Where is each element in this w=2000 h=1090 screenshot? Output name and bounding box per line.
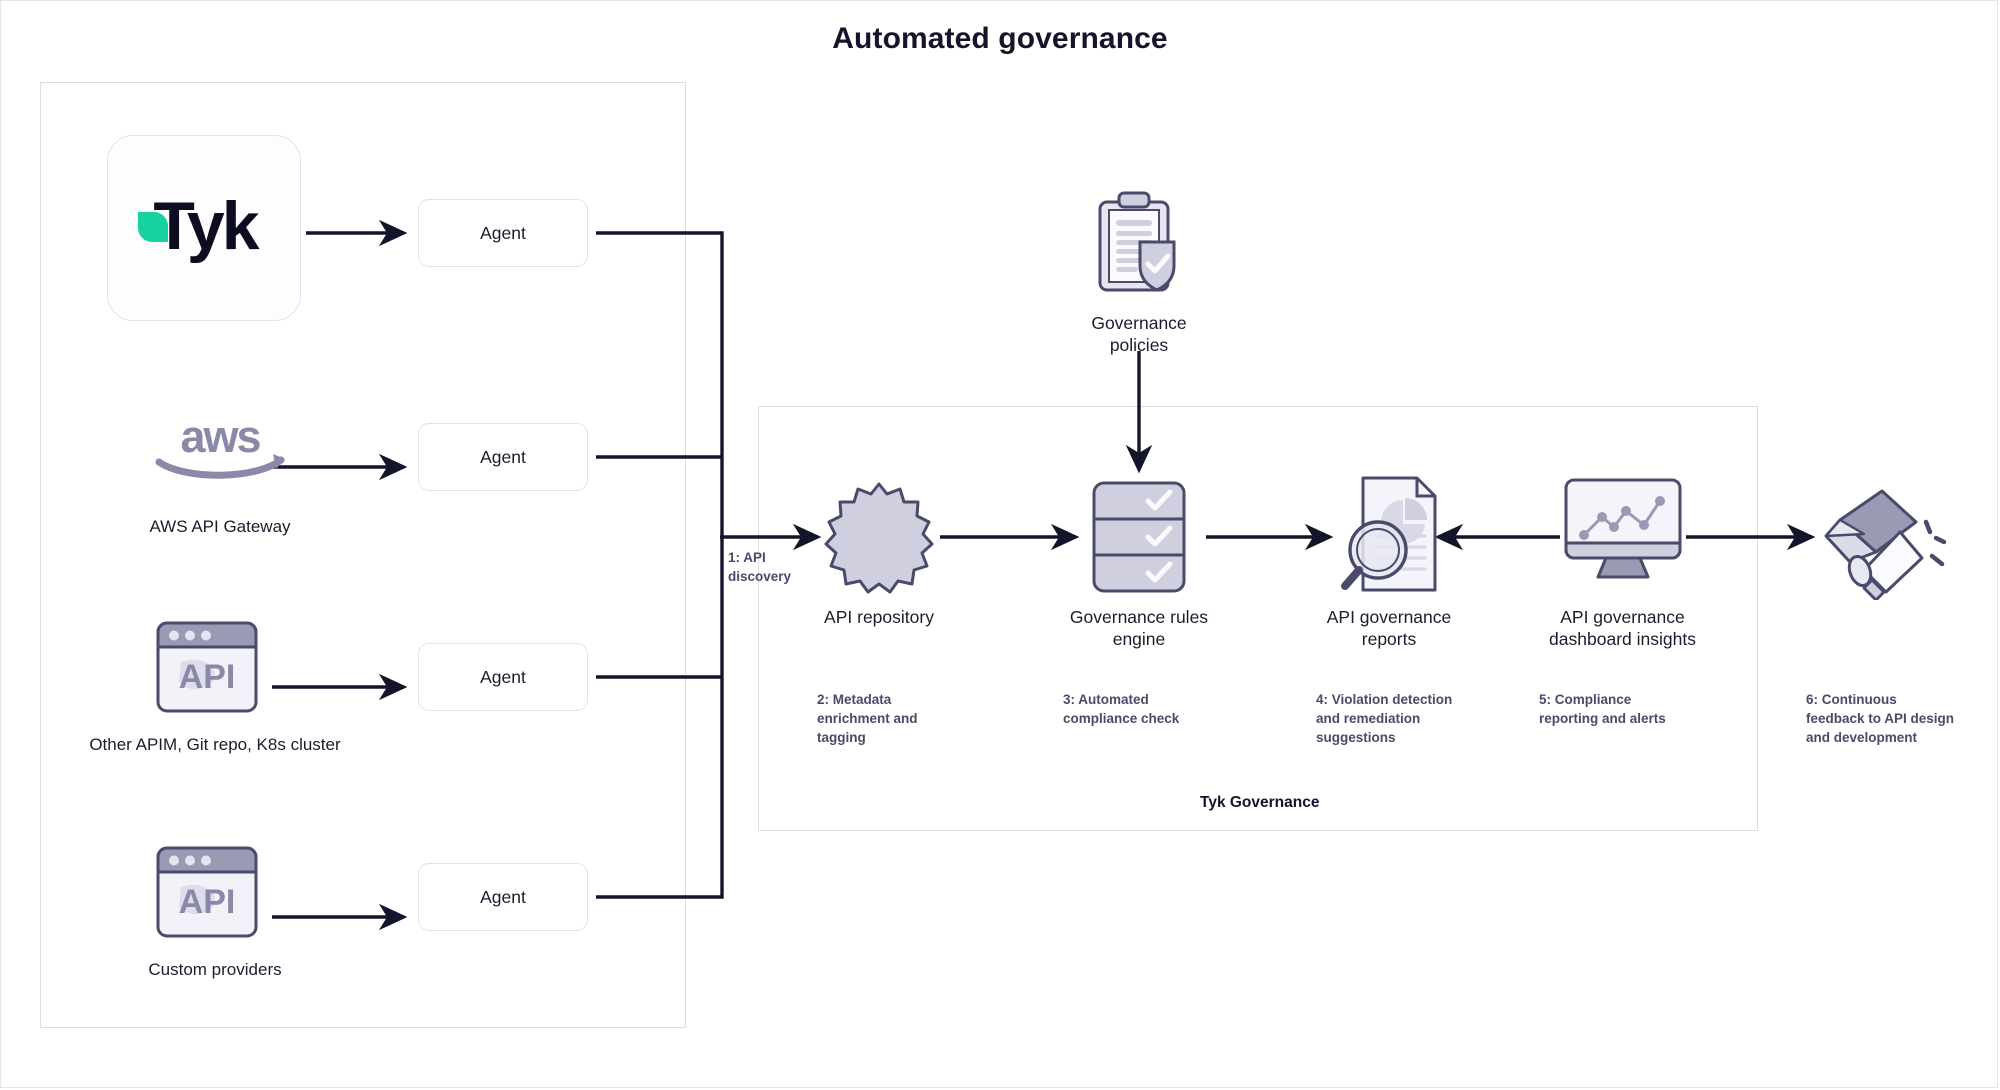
svg-text:API: API bbox=[179, 658, 236, 696]
source-caption-aws: AWS API Gateway bbox=[149, 517, 291, 536]
tyk-leaf-icon bbox=[138, 212, 168, 242]
pipeline-caption-rules-engine: Governance rules engine bbox=[1069, 607, 1209, 649]
report-magnifier-icon bbox=[1341, 476, 1437, 592]
clipboard-shield-icon bbox=[1098, 191, 1176, 292]
step-label-4: 4: Violation detection and remediation s… bbox=[1316, 692, 1453, 745]
gear-icon bbox=[824, 482, 934, 594]
step-label-3: 3: Automated compliance check bbox=[1063, 692, 1180, 726]
agent-box-2[interactable]: Agent bbox=[418, 423, 588, 491]
step-label-2: 2: Metadata enrichment and tagging bbox=[817, 692, 918, 745]
monitor-chart-icon bbox=[1564, 478, 1682, 579]
source-caption-custom: Custom providers bbox=[148, 960, 282, 979]
step-label-5: 5: Compliance reporting and alerts bbox=[1539, 692, 1666, 726]
tyk-governance-label: Tyk Governance bbox=[1200, 794, 1320, 811]
governance-policies-caption: Governance policies bbox=[1091, 313, 1187, 355]
agent-box-1[interactable]: Agent bbox=[418, 199, 588, 267]
agent-box-3[interactable]: Agent bbox=[418, 643, 588, 711]
api-window-icon: API bbox=[156, 621, 258, 713]
step-label-1: 1: API discovery bbox=[728, 550, 792, 584]
aws-logo-icon: aws bbox=[155, 412, 285, 479]
envelope-megaphone-icon bbox=[1824, 489, 1947, 600]
pipeline-caption-reports: API governance reports bbox=[1326, 607, 1452, 649]
api-window-icon: API bbox=[156, 846, 258, 938]
source-icon-tyk: Tyk bbox=[107, 135, 301, 321]
source-caption-apim: Other APIM, Git repo, K8s cluster bbox=[89, 735, 341, 754]
step-label-6: 6: Continuous feedback to API design and… bbox=[1806, 692, 1955, 745]
pipeline-caption-dashboard: API governance dashboard insights bbox=[1549, 607, 1696, 649]
checklist-stack-icon bbox=[1092, 481, 1186, 593]
pipeline-caption-api-repository: API repository bbox=[824, 607, 934, 627]
svg-text:API: API bbox=[179, 883, 236, 921]
page-title: Automated governance bbox=[832, 22, 1168, 55]
svg-text:aws: aws bbox=[180, 412, 260, 462]
tyk-logo-wordmark: Tyk bbox=[153, 188, 259, 264]
agent-box-4[interactable]: Agent bbox=[418, 863, 588, 931]
tyk-governance-group bbox=[758, 406, 1758, 831]
